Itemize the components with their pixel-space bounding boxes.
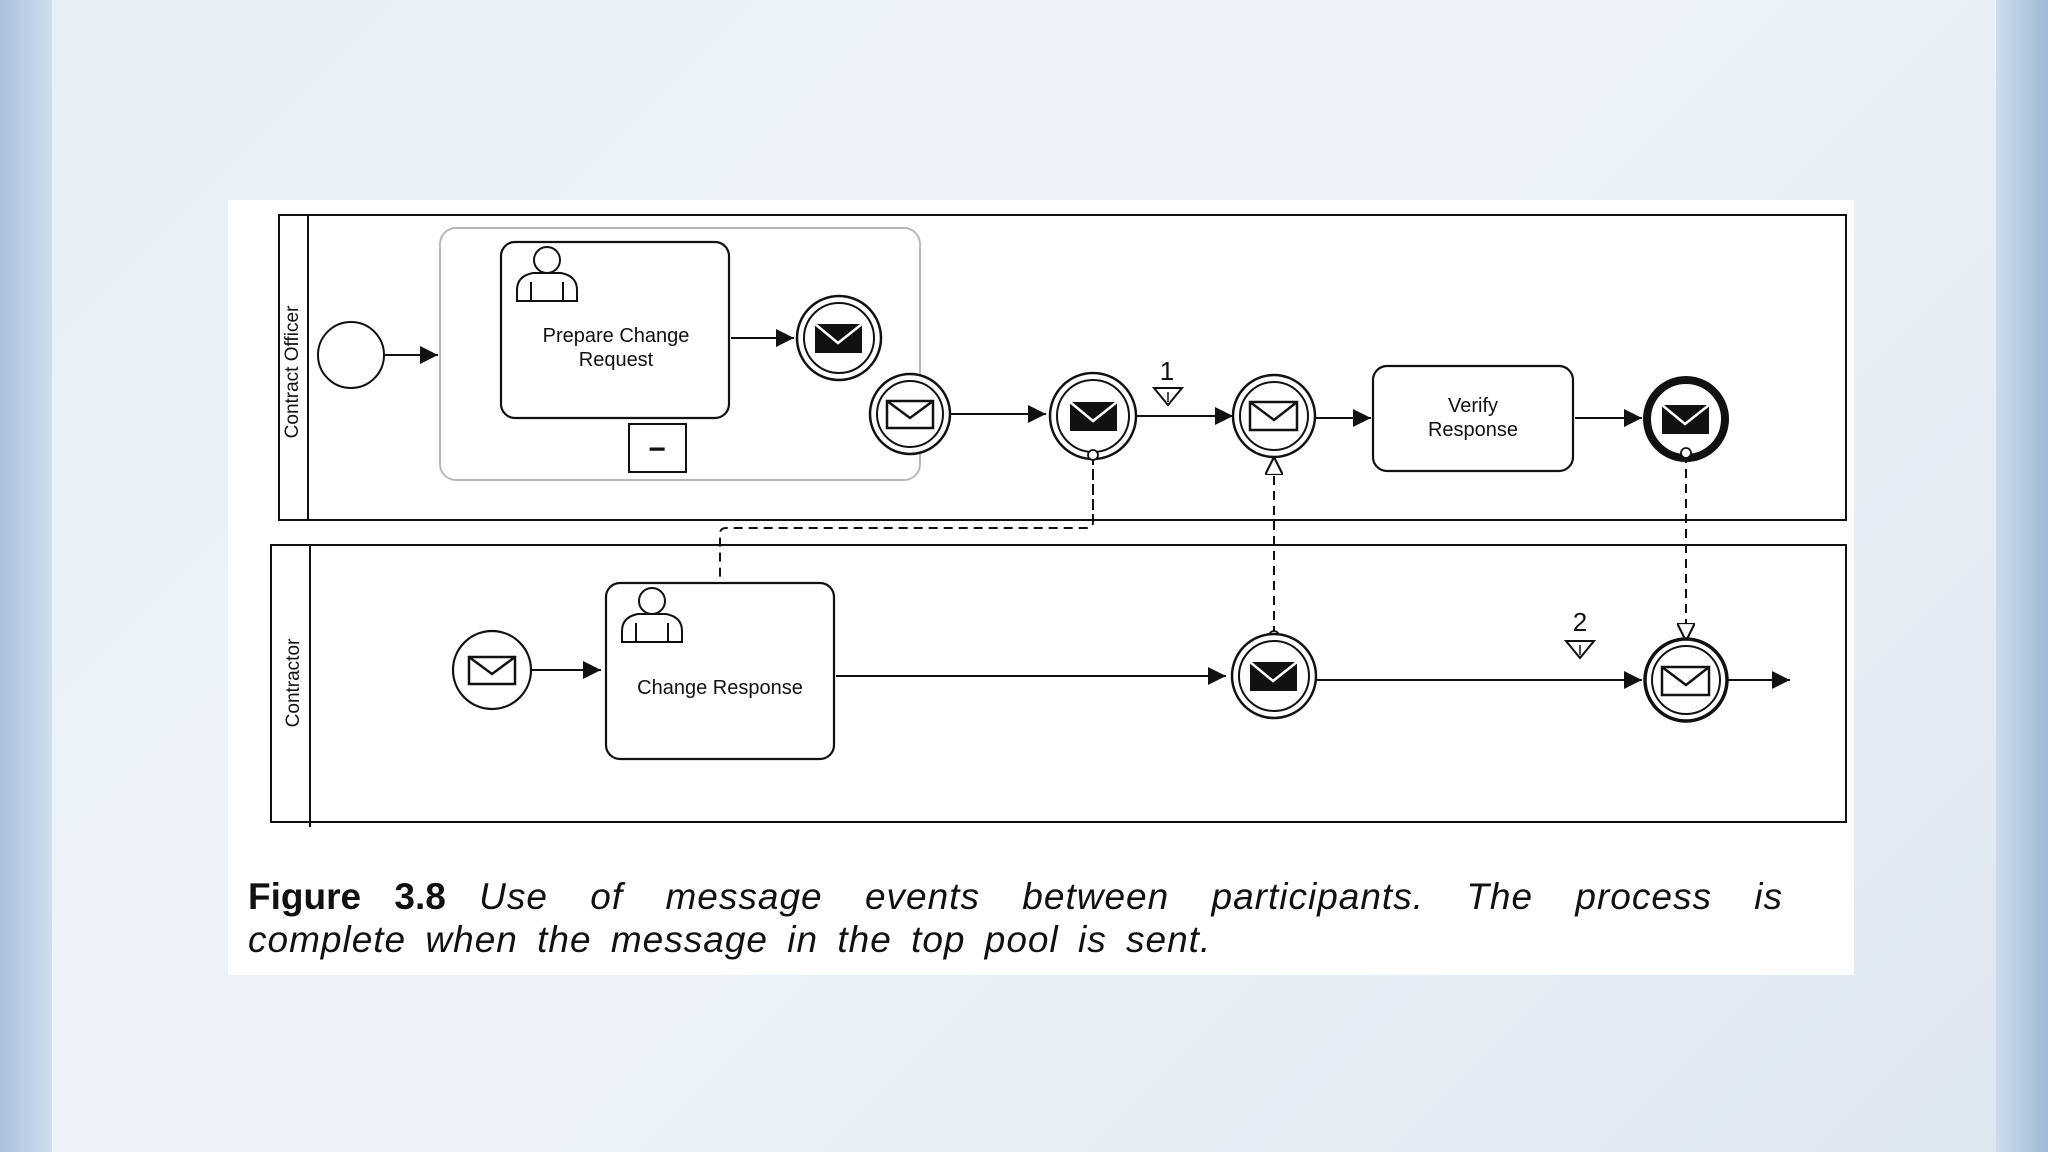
- svg-text:2: 2: [1573, 607, 1587, 637]
- task-label-line2: Response: [1428, 419, 1518, 441]
- envelope-outline-icon: [1660, 665, 1711, 697]
- svg-text:1: 1: [1160, 356, 1174, 386]
- task-prepare-change-request[interactable]: Prepare Change Request: [499, 240, 731, 420]
- caption-text-line1: Use of message events between participan…: [479, 876, 1784, 917]
- off-page-marker-1: 1: [1151, 356, 1185, 407]
- envelope-outline-icon: [1248, 400, 1299, 432]
- message-end-event[interactable]: [1643, 376, 1729, 462]
- envelope-filled-icon: [1249, 661, 1298, 691]
- subprocess-boundary: [439, 227, 921, 481]
- envelope-outline-icon: [467, 655, 517, 686]
- slide-left-edge: [0, 0, 52, 1152]
- task-label-line2: Request: [579, 349, 654, 371]
- slide-right-edge: [1996, 0, 2048, 1152]
- pool-label-contractor: Contractor: [283, 638, 304, 727]
- envelope-filled-icon: [814, 323, 863, 353]
- task-label-line1: Verify: [1448, 395, 1498, 417]
- envelope-filled-icon: [1069, 401, 1118, 431]
- figure-caption: Figure 3.8 Use of message events between…: [248, 875, 1783, 961]
- bpmn-diagram: Contract Officer Contractor: [270, 214, 1847, 827]
- user-icon: [516, 246, 578, 302]
- collapse-marker[interactable]: −: [628, 423, 687, 473]
- task-label: Change Response: [637, 677, 803, 699]
- pool-label-contract-officer: Contract Officer: [282, 305, 303, 438]
- message-throw-event-1[interactable]: [795, 294, 883, 382]
- envelope-outline-icon: [885, 399, 935, 430]
- figure-panel: Contract Officer Contractor: [228, 200, 1854, 975]
- figure-number: Figure 3.8: [248, 876, 446, 917]
- svg-text:−: −: [648, 433, 666, 466]
- pool-contract-officer: Contract Officer: [278, 214, 1847, 521]
- message-start-event-contractor[interactable]: [451, 629, 533, 711]
- user-icon: [621, 587, 683, 643]
- message-catch-event-2[interactable]: [1231, 373, 1317, 459]
- pool-contractor: Contractor: [270, 544, 1847, 827]
- caption-text-line2: complete when the message in the top poo…: [248, 919, 1212, 960]
- message-throw-event-contractor[interactable]: [1230, 632, 1318, 720]
- off-page-marker-2: 2: [1563, 607, 1597, 660]
- message-catch-event-1[interactable]: [868, 372, 952, 456]
- envelope-filled-icon: [1661, 404, 1710, 434]
- task-change-response[interactable]: Change Response: [604, 581, 836, 761]
- task-verify-response[interactable]: Verify Response: [1371, 364, 1575, 473]
- start-event[interactable]: [317, 321, 385, 389]
- task-label-line1: Prepare Change: [543, 325, 690, 347]
- message-catch-event-contractor[interactable]: [1643, 637, 1729, 723]
- message-throw-event-2[interactable]: [1048, 371, 1138, 461]
